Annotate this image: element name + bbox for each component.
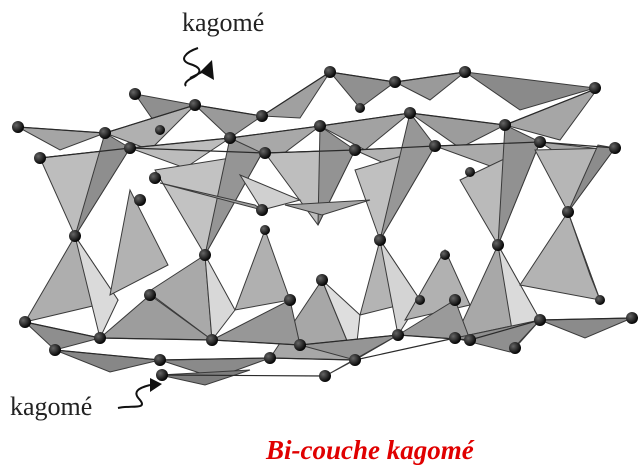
upper-tetrahedra (39, 111, 617, 257)
kagome-label-top: kagomé (182, 8, 265, 37)
squiggle-arrow-icon (117, 378, 162, 409)
squiggle-arrow-icon (183, 47, 214, 87)
lower-kagome-layer (23, 294, 633, 386)
figure-caption: Bi-couche kagomé (266, 435, 474, 465)
kagome-label-bottom: kagomé (10, 392, 93, 421)
atoms (12, 66, 638, 382)
